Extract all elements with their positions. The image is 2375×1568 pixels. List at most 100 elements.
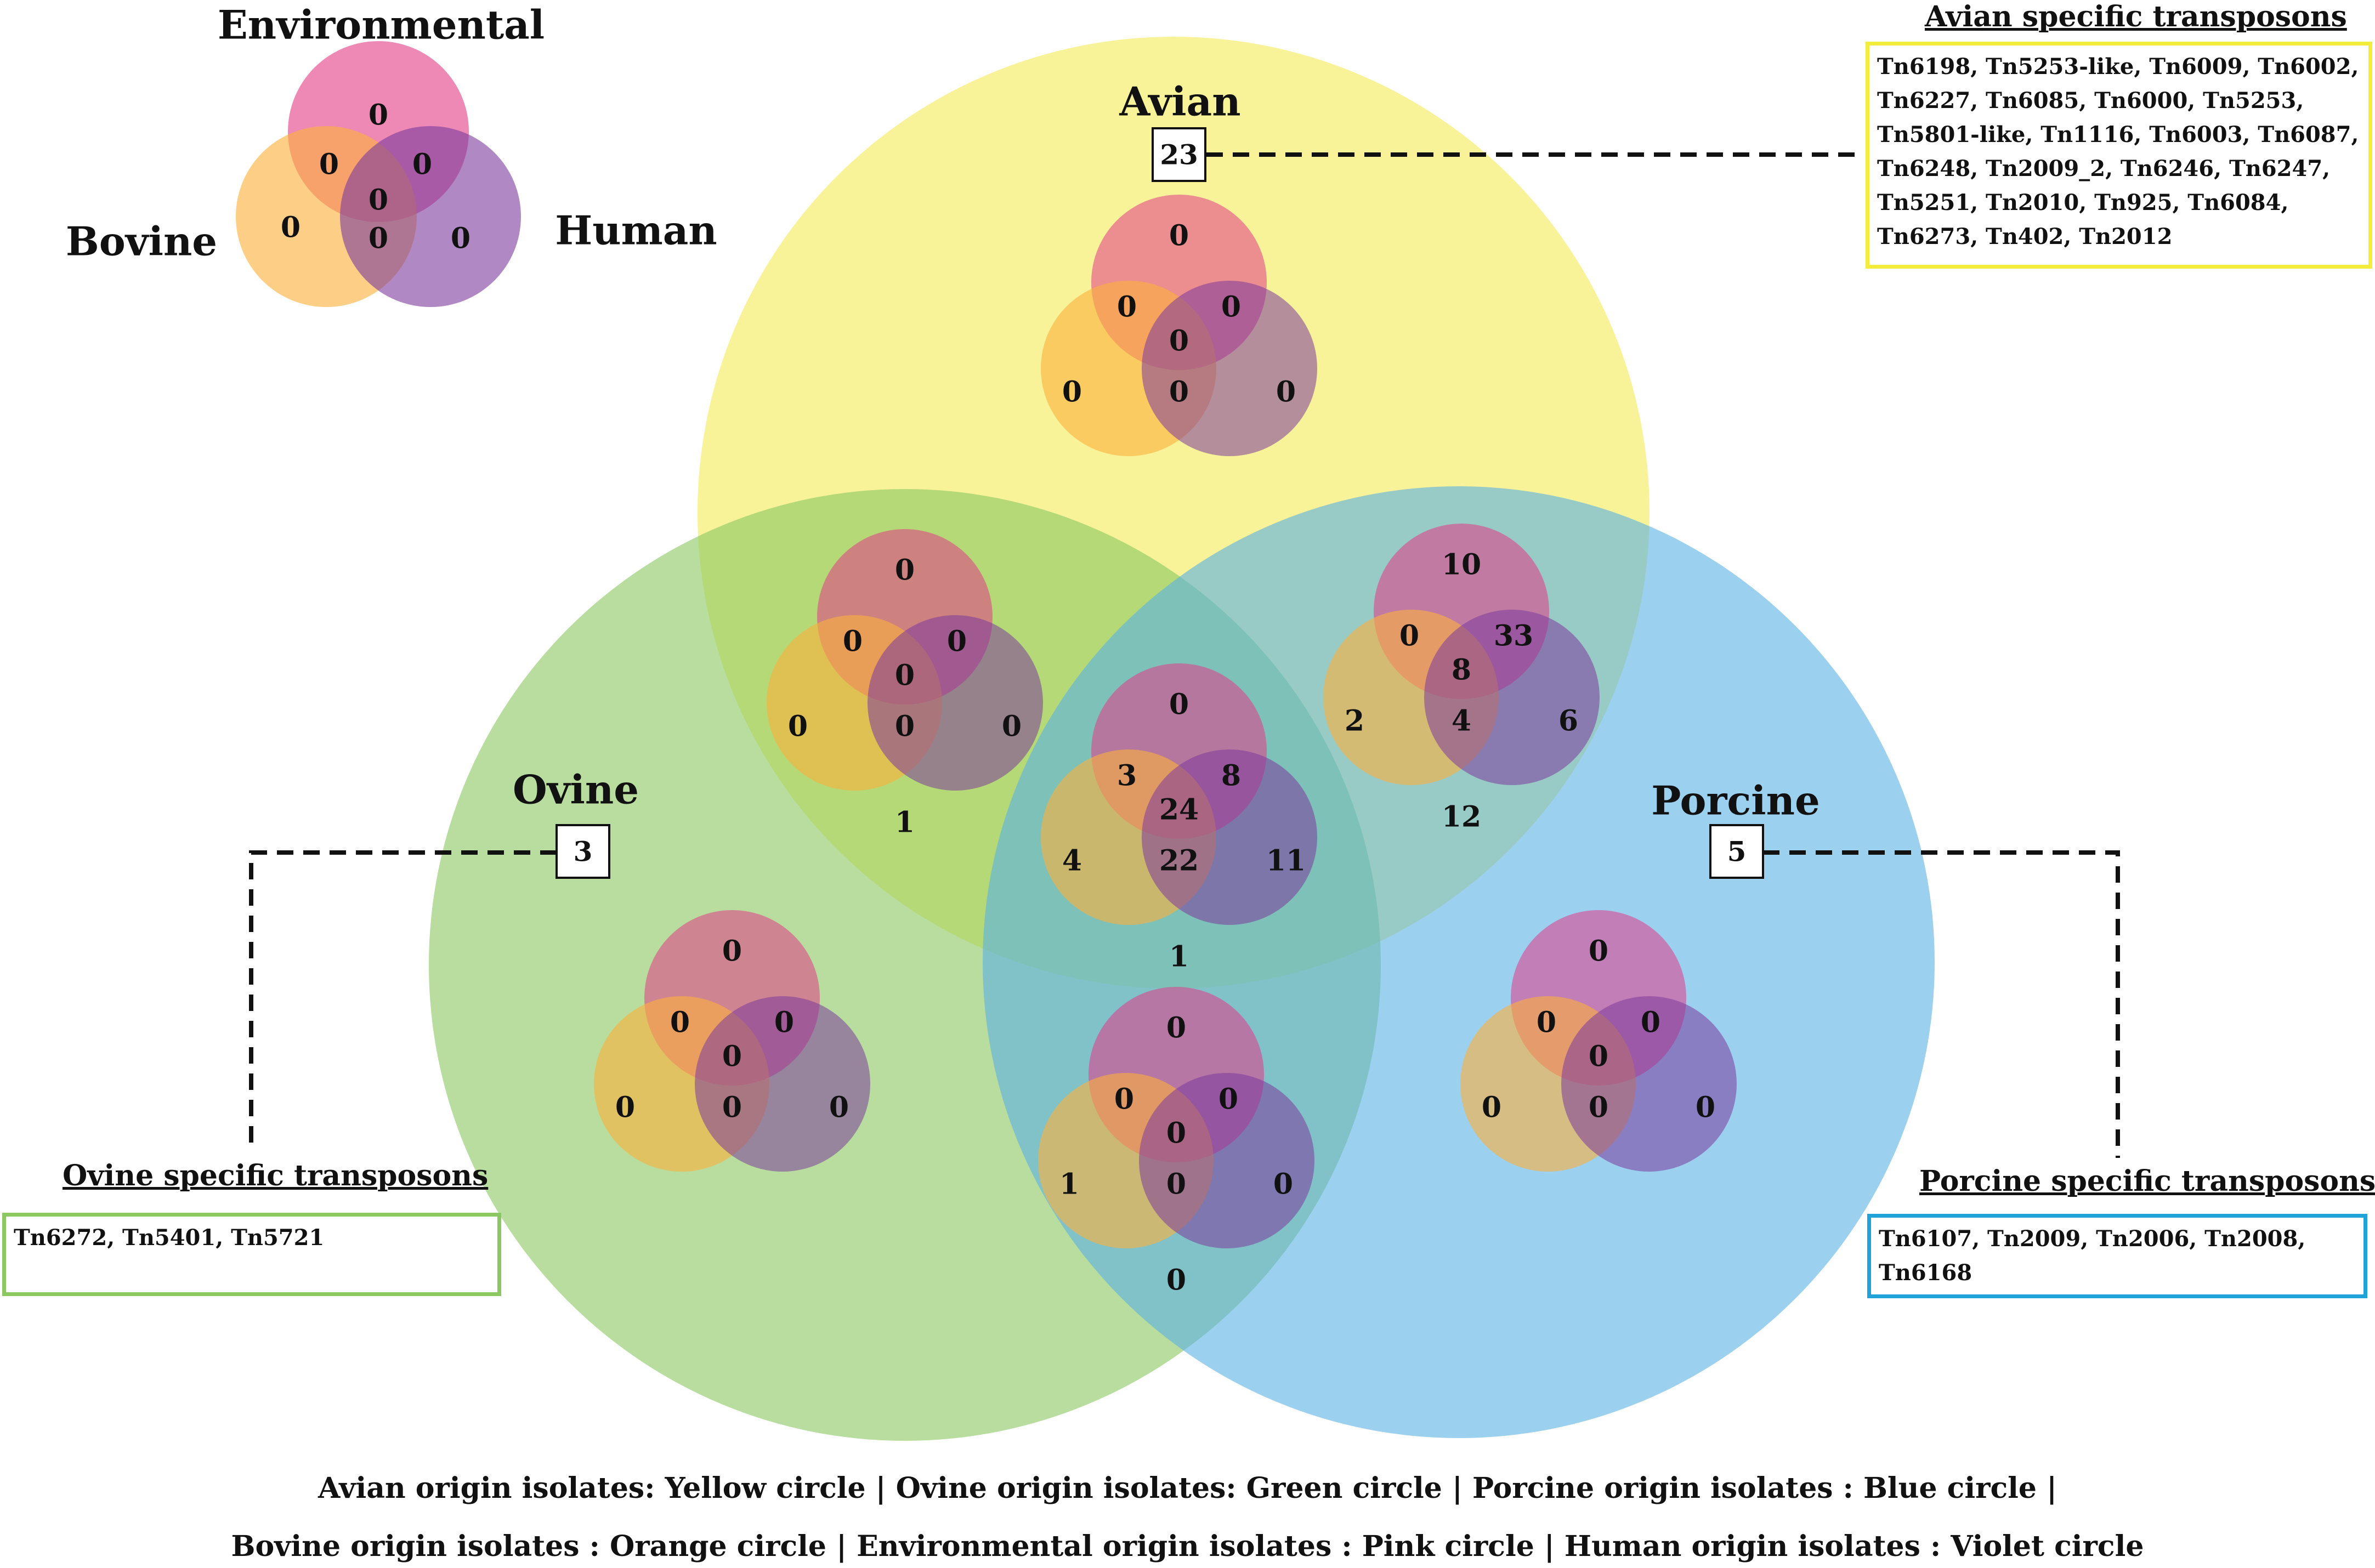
transposon-item: Tn925 bbox=[2094, 190, 2173, 215]
transposon-item: Tn6003 bbox=[2149, 122, 2243, 147]
transposon-item: Tn5721 bbox=[231, 1225, 325, 1251]
key-human-label: Human bbox=[555, 207, 717, 254]
porcine-specific-title: Porcine specific transposons bbox=[1919, 1164, 2375, 1198]
key-env-human-count: 0 bbox=[412, 148, 432, 181]
key-environmental-count: 0 bbox=[369, 99, 388, 132]
ovine-porcine-env-human-count: 0 bbox=[1218, 1083, 1238, 1116]
avian-ovine-porcine-env-bovine-count: 3 bbox=[1117, 759, 1137, 793]
avian-porcine-below-count: 12 bbox=[1442, 800, 1481, 834]
ovine-porcine-human-count: 0 bbox=[1273, 1168, 1293, 1201]
porcine-only-environmental-count: 0 bbox=[1589, 935, 1608, 968]
avian-porcine-env-human-count: 33 bbox=[1494, 620, 1533, 653]
key-bovine-label: Bovine bbox=[66, 218, 217, 265]
ovine-porcine-environmental-count: 0 bbox=[1166, 1012, 1186, 1045]
avian-specific-count-value: 23 bbox=[1160, 139, 1198, 171]
transposon-item: Tn6247 bbox=[2229, 156, 2323, 181]
transposon-item: Tn6248 bbox=[1877, 156, 1971, 181]
avian-only-bovine-count: 0 bbox=[1062, 376, 1082, 409]
ovine-specific-count-value: 3 bbox=[574, 836, 593, 868]
avian-only-human-count: 0 bbox=[1276, 376, 1296, 409]
legend-line-2: Bovine origin isolates : Orange circle |… bbox=[231, 1530, 2144, 1563]
transposon-item: Tn6168 bbox=[1879, 1260, 1972, 1286]
ovine-specific-list: Tn6272, Tn5401, Tn5721 bbox=[2, 1213, 501, 1296]
key-human-circle bbox=[340, 126, 521, 307]
ovine-porcine-bovine-human-count: 0 bbox=[1166, 1168, 1186, 1201]
avian-porcine-bovine-human-count: 4 bbox=[1452, 705, 1471, 738]
porcine-only-all-three-count: 0 bbox=[1589, 1040, 1608, 1073]
porcine-label: Porcine bbox=[1651, 777, 1820, 824]
ovine-only-env-bovine-count: 0 bbox=[670, 1006, 690, 1039]
transposon-item: Tn6000 bbox=[2094, 88, 2188, 113]
transposon-item: Tn6227 bbox=[1877, 88, 1971, 113]
avian-only-environmental-count: 0 bbox=[1169, 219, 1189, 253]
avian-ovine-porcine-bovine-count: 4 bbox=[1062, 844, 1082, 878]
key-environmental-label: Environmental bbox=[218, 2, 545, 48]
avian-specific-count-box bbox=[1152, 127, 1206, 182]
ovine-specific-title: Ovine specific transposons bbox=[63, 1159, 489, 1192]
transposon-item: Tn2010 bbox=[1986, 190, 2079, 215]
porcine-specific-list: Tn6107, Tn2009, Tn2006, Tn2008, Tn6168 bbox=[1867, 1214, 2367, 1298]
transposon-item: Tn5801-like bbox=[1877, 122, 2026, 147]
ovine-only-bovine-count: 0 bbox=[615, 1091, 635, 1124]
transposon-item: Tn2012 bbox=[2079, 224, 2173, 249]
avian-ovine-human-count: 0 bbox=[1002, 710, 1022, 743]
transposon-item: Tn2006 bbox=[2096, 1226, 2190, 1252]
key-bovine-count: 0 bbox=[281, 211, 301, 245]
ovine-specific-count-box bbox=[556, 824, 610, 879]
avian-ovine-bovine-count: 0 bbox=[788, 710, 808, 743]
avian-porcine-bovine-count: 2 bbox=[1345, 705, 1364, 738]
avian-porcine-env-bovine-count: 0 bbox=[1399, 620, 1419, 653]
transposon-item: Tn5253 bbox=[2203, 88, 2297, 113]
ovine-only-bovine-human-count: 0 bbox=[722, 1091, 742, 1124]
transposon-item: Tn6272 bbox=[14, 1225, 107, 1251]
ovine-porcine-below-count: 0 bbox=[1166, 1264, 1186, 1297]
avian-only-bovine-human-count: 0 bbox=[1169, 376, 1189, 409]
transposon-item: Tn2008 bbox=[2204, 1226, 2298, 1252]
porcine-only-bovine-human-count: 0 bbox=[1589, 1091, 1608, 1124]
transposon-item: Tn6198 bbox=[1877, 54, 1971, 79]
transposon-item: Tn5251 bbox=[1877, 190, 1971, 215]
avian-only-env-human-count: 0 bbox=[1221, 291, 1241, 324]
transposon-item: Tn2009 bbox=[1987, 1226, 2081, 1252]
porcine-only-bovine-count: 0 bbox=[1482, 1091, 1501, 1124]
porcine-only-env-human-count: 0 bbox=[1641, 1006, 1660, 1039]
transposon-item: Tn6246 bbox=[2120, 156, 2214, 181]
transposon-item: Tn6002 bbox=[2258, 54, 2351, 79]
avian-porcine-all-three-count: 8 bbox=[1452, 654, 1471, 687]
ovine-porcine-env-bovine-count: 0 bbox=[1114, 1083, 1134, 1116]
avian-ovine-human-circle bbox=[868, 615, 1043, 791]
ovine-only-human-circle bbox=[695, 996, 870, 1172]
legend-line-1: Avian origin isolates: Yellow circle | O… bbox=[318, 1472, 2057, 1505]
avian-porcine-human-circle bbox=[1424, 610, 1600, 785]
avian-ovine-porcine-bovine-human-count: 22 bbox=[1159, 844, 1199, 878]
porcine-specific-count-value: 5 bbox=[1727, 836, 1747, 868]
porcine-only-env-bovine-count: 0 bbox=[1537, 1006, 1556, 1039]
transposon-item: Tn2009_2 bbox=[1986, 156, 2106, 181]
porcine-only-human-count: 0 bbox=[1696, 1091, 1715, 1124]
ovine-porcine-human-circle bbox=[1139, 1073, 1314, 1248]
ovine-only-environmental-count: 0 bbox=[722, 935, 742, 968]
transposon-item: Tn6084 bbox=[2187, 190, 2281, 215]
ovine-connector bbox=[249, 850, 557, 1151]
key-bovine-human-count: 0 bbox=[369, 222, 388, 255]
ovine-porcine-all-three-count: 0 bbox=[1166, 1117, 1186, 1150]
key-env-bovine-count: 0 bbox=[319, 148, 339, 181]
avian-ovine-env-human-count: 0 bbox=[947, 625, 967, 658]
porcine-connector bbox=[1763, 850, 2120, 1158]
transposon-item: Tn6085 bbox=[1986, 88, 2079, 113]
avian-only-human-circle bbox=[1142, 281, 1317, 456]
avian-ovine-porcine-below-count: 1 bbox=[1169, 940, 1189, 974]
transposon-item: Tn6273 bbox=[1877, 224, 1971, 249]
ovine-label: Ovine bbox=[513, 766, 639, 813]
transposon-item: Tn402 bbox=[1986, 224, 2064, 249]
avian-only-env-bovine-count: 0 bbox=[1117, 291, 1137, 324]
avian-ovine-all-three-count: 0 bbox=[895, 659, 915, 692]
avian-porcine-environmental-count: 10 bbox=[1442, 548, 1481, 582]
avian-ovine-porcine-human-count: 11 bbox=[1266, 844, 1306, 878]
transposon-item: Tn5253-like bbox=[1986, 54, 2134, 79]
avian-ovine-porcine-human-circle bbox=[1142, 749, 1317, 925]
ovine-only-human-count: 0 bbox=[829, 1091, 849, 1124]
avian-label: Avian bbox=[1119, 78, 1240, 125]
